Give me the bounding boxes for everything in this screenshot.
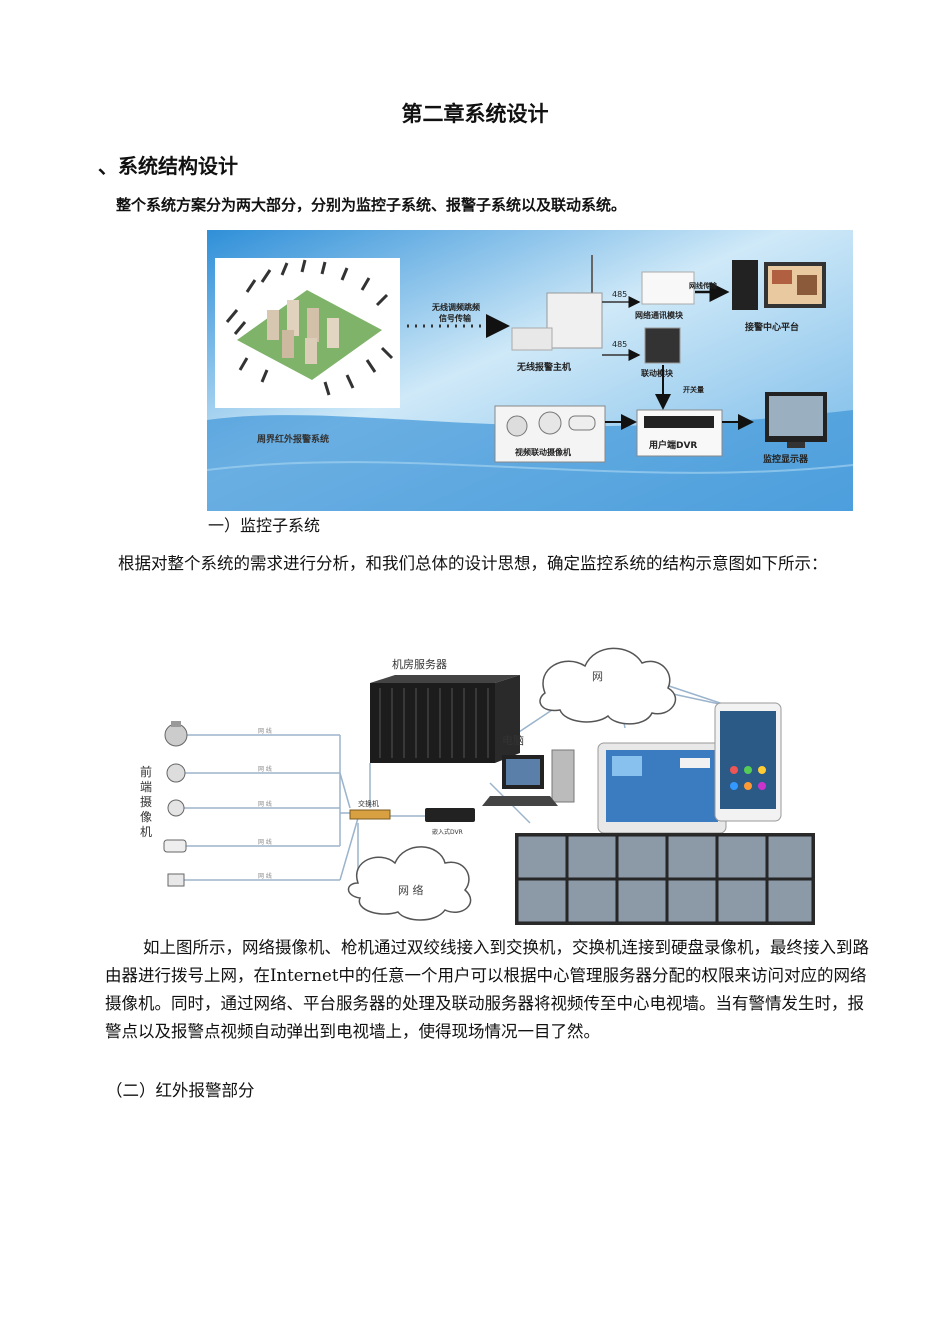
line-label-5: 网 线 bbox=[258, 872, 272, 880]
485-top-label: 485 bbox=[612, 290, 627, 299]
line-label-4: 网 线 bbox=[258, 838, 272, 846]
line-label-1: 网 线 bbox=[258, 727, 272, 735]
485-bottom-label: 485 bbox=[612, 340, 627, 349]
alarm-host-icon bbox=[511, 255, 603, 351]
linkage-module-icon bbox=[644, 327, 681, 364]
front-camera-char-5: 机 bbox=[140, 825, 152, 839]
dvr-label: 用户端DVR bbox=[648, 439, 697, 451]
tablet-icon bbox=[597, 742, 727, 834]
community-buildings-icon bbox=[225, 259, 394, 396]
smartphone-icon bbox=[714, 702, 782, 822]
subsection-infrared-alarm: （二）红外报警部分 bbox=[106, 1081, 255, 1100]
dvr-label: 嵌入式DVR bbox=[432, 828, 463, 836]
network-module-label: 网络通讯模块 bbox=[635, 310, 684, 320]
box-camera-icon bbox=[167, 873, 185, 887]
dome-camera-icon bbox=[164, 721, 188, 747]
front-camera-char-4: 像 bbox=[140, 810, 152, 824]
monitoring-topology-diagram: 网 机房服务器 电脑 bbox=[140, 628, 830, 928]
switch-qty-label: 开关量 bbox=[683, 385, 704, 394]
subsection-monitoring: 一）监控子系统 bbox=[208, 516, 321, 535]
front-camera-char-2: 端 bbox=[140, 780, 152, 794]
cloud-top-label: 网 bbox=[592, 670, 603, 683]
wireless-signal-label-2: 信号传输 bbox=[439, 313, 472, 323]
wireless-host-label: 无线报警主机 bbox=[516, 361, 571, 373]
cloud-bottom-label: 网 络 bbox=[398, 883, 424, 897]
video-wall-icon bbox=[515, 833, 815, 925]
cloud-bottom-icon bbox=[347, 846, 472, 921]
monitor-icon bbox=[765, 392, 827, 448]
perimeter-label: 周界红外报警系统 bbox=[257, 433, 329, 445]
network-switch-icon bbox=[349, 809, 391, 820]
camera-label: 视频联动摄像机 bbox=[515, 447, 571, 457]
embedded-dvr-icon bbox=[425, 808, 475, 822]
cloud-top-icon bbox=[539, 647, 676, 725]
front-camera-char-1: 前 bbox=[140, 764, 152, 779]
server-rack-icon bbox=[370, 675, 520, 763]
pc-label: 电脑 bbox=[502, 734, 524, 747]
front-camera-char-3: 摄 bbox=[140, 794, 152, 809]
section-title: 、系统结构设计 bbox=[98, 154, 238, 178]
network-transmission-label: 网线传输 bbox=[689, 281, 718, 290]
line-label-2: 网 线 bbox=[258, 765, 272, 773]
switch-label: 交换机 bbox=[358, 799, 379, 808]
dvr-icon bbox=[644, 416, 714, 428]
paragraph-monitoring-intro: 根据对整个系统的需求进行分析，和我们总体的设计思想，确定监控系统的结构示意图如下… bbox=[118, 554, 828, 573]
alarm-center-label: 接警中心平台 bbox=[745, 321, 799, 333]
intro-text: 整个系统方案分为两大部分，分别为监控子系统、报警子系统以及联动系统。 bbox=[116, 196, 627, 214]
server-label: 机房服务器 bbox=[392, 657, 447, 671]
paragraph-monitoring-description: 如上图所示，网络摄像机、枪机通过双绞线接入到交换机，交换机连接到硬盘录像机，最终… bbox=[105, 938, 869, 1041]
chapter-title: 第二章系统设计 bbox=[401, 102, 549, 126]
network-module-icon bbox=[641, 271, 695, 305]
linkage-module-label: 联动模块 bbox=[641, 368, 674, 378]
monitor-label: 监控显示器 bbox=[763, 453, 809, 465]
bullet-camera-icon bbox=[163, 839, 187, 853]
speed-dome-camera-icon bbox=[166, 763, 186, 783]
line-label-3: 网 线 bbox=[258, 800, 272, 808]
mini-dome-camera-icon bbox=[167, 799, 185, 817]
alarm-system-diagram: 无线调频跳频 信号传输 无线报警主机 485 485 网络通讯模块 网线传输 接… bbox=[206, 230, 854, 511]
alarm-center-pc-icon bbox=[732, 260, 826, 310]
wireless-signal-label-1: 无线调频跳频 bbox=[431, 302, 480, 312]
desktop-pc-icon bbox=[482, 749, 575, 806]
